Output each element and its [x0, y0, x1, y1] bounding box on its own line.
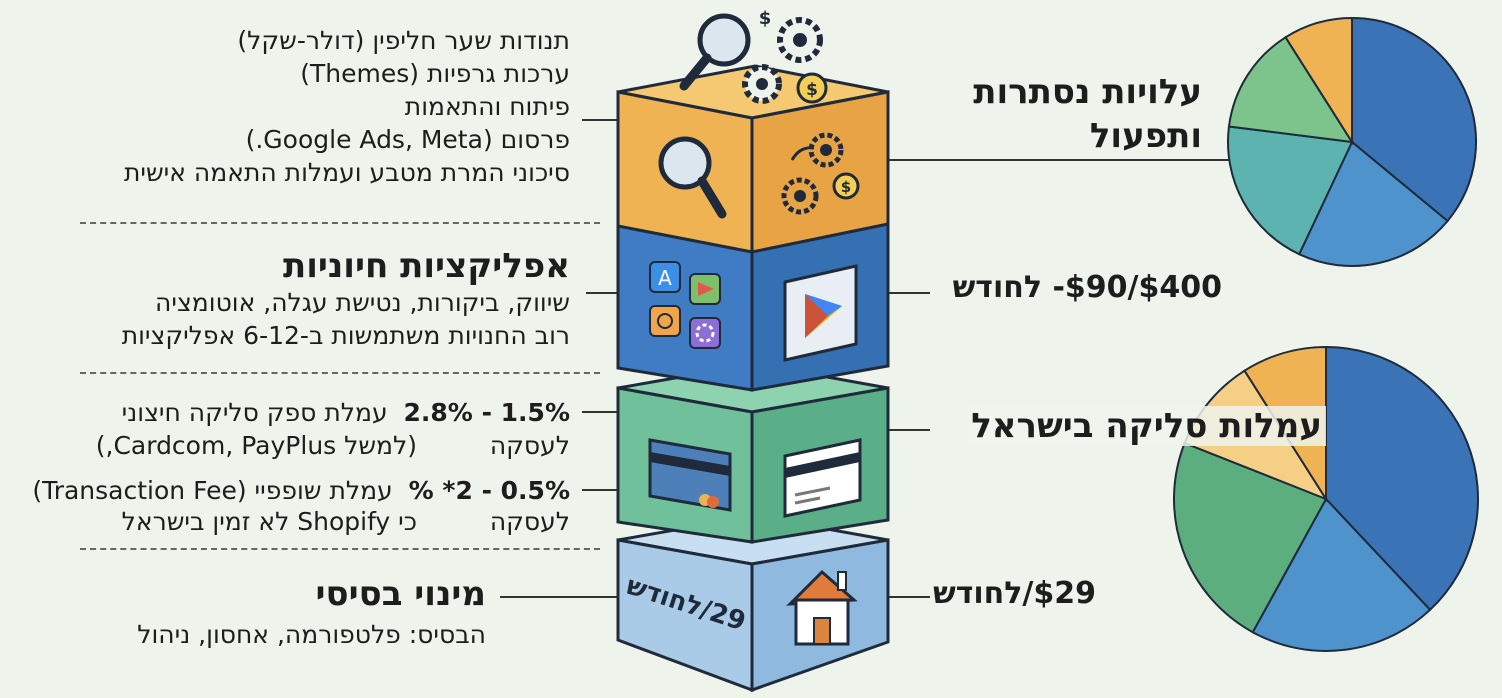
pie-fees: [1173, 345, 1479, 652]
hidden-cost-item: ערכות גרפיות (Themes): [300, 59, 570, 88]
basic-price: $29/לחודש: [932, 576, 1096, 611]
external-fee-per: לעסקה: [489, 431, 570, 460]
shopify-fee: 0.5% - 2* % עמלת שופפיי (Transaction Fee…: [32, 474, 570, 507]
external-fee-label: עמלת ספק סליקה חיצוני: [121, 398, 388, 427]
stack-block-basic: [616, 514, 890, 693]
gears-icon: $: [742, 8, 823, 104]
hidden-costs-title: עלויות נסתרות ותפעול: [973, 72, 1202, 156]
shopify-fee-label: עמלת שופפיי (Transaction Fee): [32, 476, 393, 505]
house-icon: [786, 569, 858, 646]
section-divider: [80, 372, 600, 374]
hidden-cost-item: סיכוני המרת מטבע ועמלות התאמה אישית: [123, 158, 570, 187]
pie-slice: [1227, 35, 1354, 144]
basic-title: מינוי בסיסי: [315, 574, 486, 614]
apps-count-note: רוב החנויות משתמשות ב-6-12 אפליקציות: [121, 321, 570, 350]
svg-text:$: $: [806, 80, 818, 100]
fees-title: עמלות סליקה בישראל: [967, 406, 1326, 446]
basic-description: הבסיס: פלטפורמה, אחסון, ניהול: [137, 620, 486, 649]
pie-slice: [1297, 140, 1449, 267]
play-store-icon: [783, 264, 858, 362]
external-fee: 1.5% - 2.8% עמלת ספק סליקה חיצוני: [122, 396, 570, 429]
stack-block-fees: [616, 362, 890, 544]
app-store-icon: A: [649, 261, 721, 349]
external-fee-example: (למשל Cardcom, PayPlus,): [95, 431, 417, 460]
pie-slice: [1284, 16, 1353, 146]
pie-slice: [1251, 497, 1432, 652]
svg-text:A: A: [658, 266, 672, 290]
apps-description: שיווק, ביקורות, נטישת עגלה, אוטומציה: [155, 288, 570, 317]
shopify-fee-rate: 0.5% - 2* %: [408, 476, 570, 505]
svg-text:$: $: [841, 178, 851, 196]
apps-price: $400/$90- לחודש: [952, 270, 1222, 305]
section-divider: [80, 548, 600, 550]
stack-block-hidden-costs: $ $ $: [616, 8, 890, 254]
dollar-coin-icon: $: [796, 72, 828, 104]
section-divider: [80, 222, 600, 224]
svg-text:$: $: [759, 8, 772, 29]
pie-slice: [1351, 16, 1477, 223]
gears-icon: [781, 132, 844, 215]
hidden-costs-list: תנודות שער חליפין (דולר-שקל) ערכות גרפיו…: [124, 24, 570, 189]
apps-title: אפליקציות חיוניות: [282, 246, 570, 286]
shopify-fee-per: לעסקה: [489, 507, 570, 536]
credit-card-icon: [648, 438, 732, 512]
basic-section: מינוי בסיסי הבסיס: פלטפורמה, אחסון, ניהו…: [137, 574, 486, 651]
pie-slice: [1227, 125, 1354, 256]
magnifier-icon: [679, 13, 751, 91]
pie-slice: [1325, 345, 1479, 612]
pie-slice: [1173, 441, 1328, 634]
pie-hidden-costs: [1227, 16, 1477, 267]
apps-section: אפליקציות חיוניות שיווק, ביקורות, נטישת …: [122, 246, 570, 352]
hidden-cost-item: פרסום (Google Ads, Meta.): [245, 125, 570, 154]
shopify-fee-note: כי Shopify לא זמין בישראל: [121, 507, 417, 536]
magnifier-icon: [658, 136, 727, 219]
dollar-coin-icon: $: [832, 172, 860, 200]
hidden-cost-item: פיתוח והתאמות: [404, 92, 570, 121]
hidden-cost-item: תנודות שער חליפין (דולר-שקל): [237, 26, 570, 55]
external-fee-rate: 1.5% - 2.8%: [403, 398, 570, 427]
credit-card-icon: [783, 438, 862, 518]
